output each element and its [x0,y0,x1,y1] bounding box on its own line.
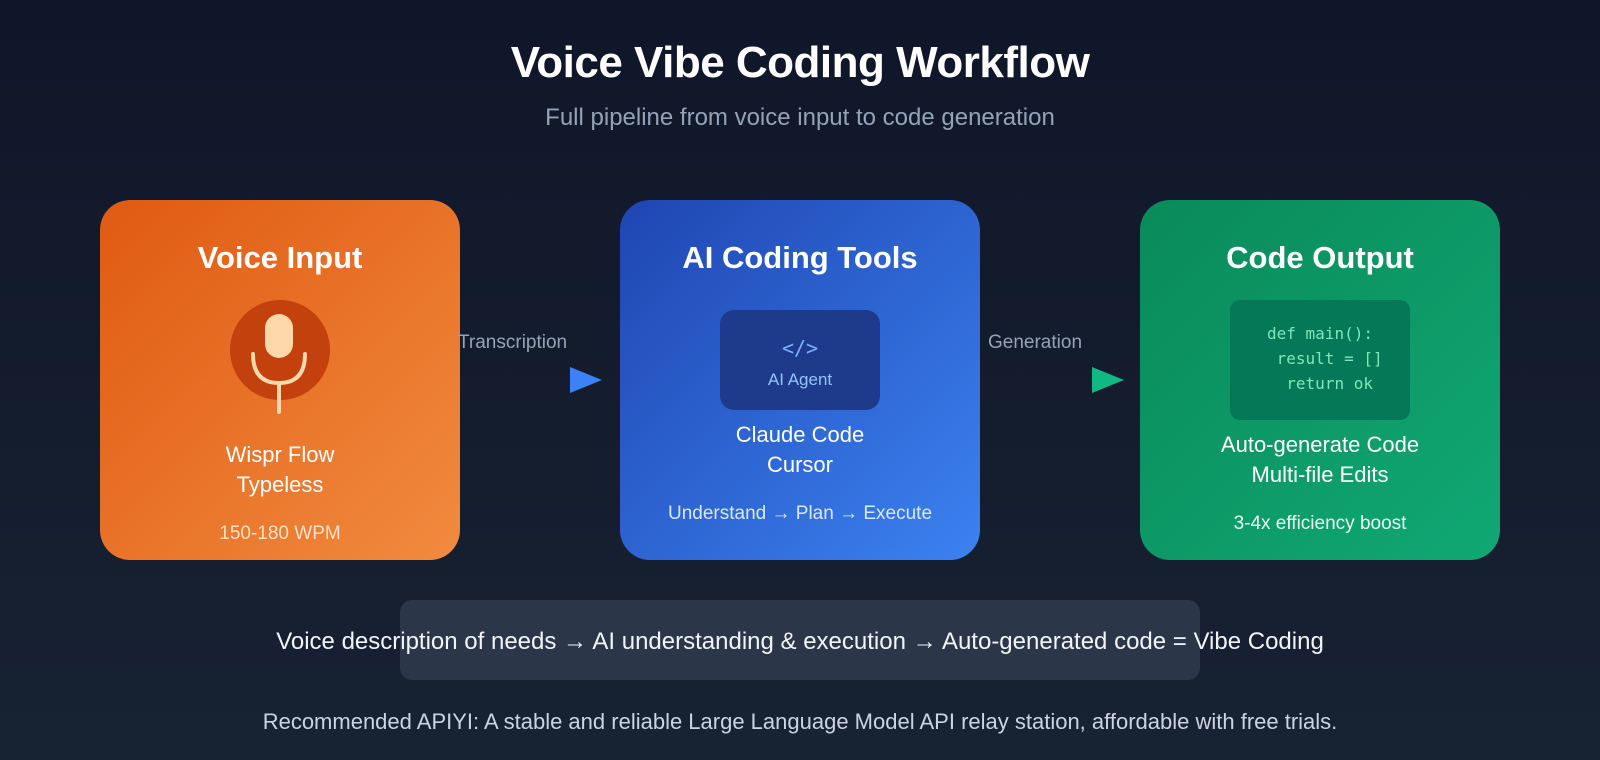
ai-agent-box: </> AI Agent [720,310,880,410]
summary-text: Voice description of needs → AI understa… [276,628,1324,655]
code-line: result = [] [1257,349,1383,368]
voice-speed-note: 150-180 WPM [219,523,341,544]
arrow-right-icon [1092,367,1124,393]
voice-input-card: Voice Input Wispr Flow Typeless 150-180 … [100,200,460,560]
arrow-right-icon [570,367,602,393]
code-efficiency-note: 3-4x efficiency boost [1233,513,1407,534]
connector-label-transcription: Transcription [458,332,568,353]
voice-tool-typeless: Typeless [236,472,324,497]
ai-tool-cursor: Cursor [766,452,833,477]
code-line: return ok [1267,374,1373,393]
page-title: Voice Vibe Coding Workflow [510,38,1090,87]
code-feature-autogen: Auto-generate Code [1220,432,1420,457]
code-snippet-box: def main(): result = [] return ok [1230,300,1410,420]
microphone-icon [230,300,330,414]
voice-input-title: Voice Input [197,240,363,275]
code-brackets-icon: </> [781,336,819,360]
summary-box [400,600,1200,680]
code-output-title: Code Output [1226,240,1414,275]
code-output-card: Code Output def main(): result = [] retu… [1140,200,1500,560]
connector-label-generation: Generation [988,332,1083,353]
ai-process-note: Understand → Plan → Execute [667,503,933,524]
voice-tool-wispr: Wispr Flow [225,442,335,467]
ai-coding-tools-card: AI Coding Tools </> AI Agent Claude Code… [620,200,980,560]
ai-tool-claude-code: Claude Code [735,422,865,447]
code-line: def main(): [1267,324,1373,343]
footer-recommendation: Recommended APIYI: A stable and reliable… [262,709,1338,734]
ai-coding-tools-title: AI Coding Tools [682,240,918,275]
code-feature-multifile: Multi-file Edits [1251,462,1389,487]
page-subtitle: Full pipeline from voice input to code g… [545,104,1055,131]
ai-agent-label: AI Agent [767,370,833,389]
